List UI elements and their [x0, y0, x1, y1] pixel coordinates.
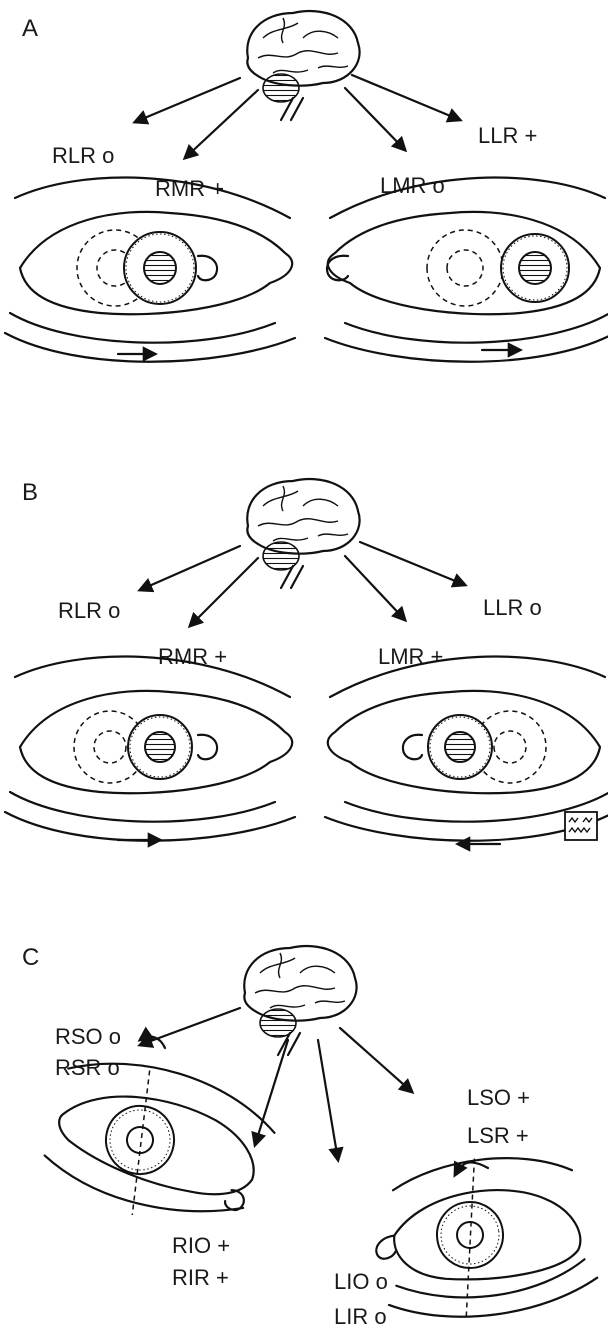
label-lso: LSO + [467, 1085, 530, 1110]
brain-icon [247, 479, 359, 588]
arrow-icon [345, 556, 405, 620]
panel-a-label: A [22, 15, 38, 42]
arrow-icon [185, 90, 258, 158]
label-rso: RSO o [55, 1024, 121, 1049]
label-rlr: RLR o [52, 143, 114, 168]
label-rlr: RLR o [58, 598, 120, 623]
arrow-icon [360, 542, 465, 585]
eye-icon [325, 178, 608, 362]
eye-icon [365, 1144, 600, 1330]
torsion-arrow-icon [455, 1162, 488, 1175]
arrow-icon [140, 1008, 240, 1045]
arrow-icon [318, 1040, 338, 1160]
arrow-icon [340, 1028, 412, 1092]
wave-trace-icon [565, 812, 597, 840]
panel-c-label: C [22, 944, 39, 971]
label-lmr: LMR o [380, 173, 445, 198]
panel-b-label: B [22, 479, 38, 506]
eye-icon [5, 657, 295, 841]
label-rsr: RSR o [55, 1055, 120, 1080]
eye-icon [5, 178, 295, 362]
label-lsr: LSR + [467, 1123, 529, 1148]
brain-icon [244, 946, 356, 1055]
label-llr: LLR o [483, 595, 542, 620]
label-rir: RIR + [172, 1265, 229, 1290]
arrow-icon [190, 558, 258, 626]
label-rmr: RMR + [158, 644, 227, 669]
arrow-icon [140, 546, 240, 590]
label-rio: RIO + [172, 1233, 230, 1258]
label-lio: LIO o [334, 1269, 388, 1294]
arrow-icon [135, 78, 240, 122]
label-llr: LLR + [478, 123, 537, 148]
brain-icon [247, 11, 359, 120]
arrow-icon [345, 88, 405, 150]
label-lir: LIR o [334, 1304, 387, 1329]
